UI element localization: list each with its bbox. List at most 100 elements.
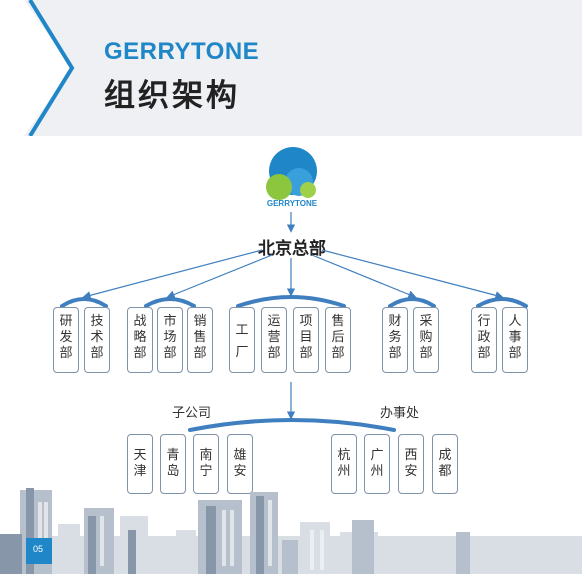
- city-label: 广州: [365, 448, 389, 480]
- label-char: 事: [508, 330, 522, 345]
- dept-label: 技术部: [85, 314, 109, 362]
- label-char: 行: [477, 314, 491, 329]
- label-char: 部: [508, 346, 522, 361]
- label-char: 部: [388, 346, 402, 361]
- label-char: 发: [59, 330, 73, 345]
- label-char: 购: [419, 330, 433, 345]
- label-char: 广: [370, 448, 384, 463]
- label-char: 部: [90, 346, 104, 361]
- label-char: 部: [419, 346, 433, 361]
- label-char: 津: [133, 464, 147, 479]
- city-label: 青岛: [161, 448, 185, 480]
- brand-name: GERRYTONE: [104, 38, 260, 65]
- dept-box-admin: 行政部: [471, 307, 497, 373]
- chevron-decoration: [0, 0, 75, 136]
- gerrytone-logo-icon: [266, 147, 317, 200]
- city-label: 天津: [128, 448, 152, 480]
- dept-box-sales: 销售部: [187, 307, 213, 373]
- label-char: 部: [477, 346, 491, 361]
- city-label: 南宁: [194, 448, 218, 480]
- dept-box-purchasing: 采购部: [413, 307, 439, 373]
- label-char: 杭: [337, 448, 351, 463]
- label-char: 运: [267, 314, 281, 329]
- label-char: 州: [337, 464, 351, 479]
- label-char: 南: [199, 448, 213, 463]
- label-char: 财: [388, 314, 402, 329]
- label-char: 成: [438, 448, 452, 463]
- dept-box-tech: 技术部: [84, 307, 110, 373]
- dept-label: 采购部: [414, 314, 438, 362]
- logo-wordmark: GERRYTONE: [266, 199, 318, 208]
- city-skyline-image: [0, 488, 582, 574]
- label-char: 目: [299, 330, 313, 345]
- label-char: 岛: [166, 464, 180, 479]
- office-box-hangzhou: 杭州: [331, 434, 357, 494]
- page-title: 组织架构: [104, 78, 240, 114]
- dept-label: 项目部: [294, 314, 318, 362]
- label-char: 技: [90, 314, 104, 329]
- office-box-guangzhou: 广州: [364, 434, 390, 494]
- dept-box-rd: 研发部: [53, 307, 79, 373]
- dept-box-hr: 人事部: [502, 307, 528, 373]
- label-char: 售: [193, 330, 207, 345]
- label-char: 部: [163, 346, 177, 361]
- city-label: 成都: [433, 448, 457, 480]
- label-char: 部: [331, 346, 345, 361]
- label-char: 人: [508, 314, 522, 329]
- dept-box-finance: 财务部: [382, 307, 408, 373]
- dept-box-projects: 项目部: [293, 307, 319, 373]
- offices-label: 办事处: [380, 406, 420, 421]
- label-char: 都: [438, 464, 452, 479]
- label-char: 售: [331, 314, 345, 329]
- dept-label: 售后部: [326, 314, 350, 362]
- label-char: 安: [404, 464, 418, 479]
- subsidiary-box-tianjin: 天津: [127, 434, 153, 494]
- subsidiaries-label: 子公司: [172, 406, 212, 421]
- label-char: 厂: [235, 345, 249, 360]
- label-char: 西: [404, 448, 418, 463]
- label-char: 研: [59, 314, 73, 329]
- office-box-chengdu: 成都: [432, 434, 458, 494]
- label-char: 战: [133, 314, 147, 329]
- label-char: 青: [166, 448, 180, 463]
- label-char: 场: [163, 330, 177, 345]
- city-label: 雄安: [228, 448, 252, 480]
- dept-label: 战略部: [128, 314, 152, 362]
- label-char: 术: [90, 330, 104, 345]
- dept-label: 研发部: [54, 314, 78, 362]
- dept-label: 财务部: [383, 314, 407, 362]
- label-char: 后: [331, 330, 345, 345]
- dept-box-factory: 工厂: [229, 307, 255, 373]
- label-char: 采: [419, 314, 433, 329]
- office-box-xian: 西安: [398, 434, 424, 494]
- dept-label: 销售部: [188, 314, 212, 362]
- label-char: 雄: [233, 448, 247, 463]
- dept-box-strategy: 战略部: [127, 307, 153, 373]
- label-char: 天: [133, 448, 147, 463]
- label-char: 宁: [199, 464, 213, 479]
- label-char: 营: [267, 330, 281, 345]
- label-char: 安: [233, 464, 247, 479]
- dept-label: 运营部: [262, 314, 286, 362]
- label-char: 部: [299, 346, 313, 361]
- label-char: 部: [193, 346, 207, 361]
- label-char: 略: [133, 330, 147, 345]
- city-label: 西安: [399, 448, 423, 480]
- label-char: 项: [299, 314, 313, 329]
- dept-label: 工厂: [230, 320, 254, 364]
- label-char: 部: [59, 346, 73, 361]
- dept-box-operations: 运营部: [261, 307, 287, 373]
- dept-label: 人事部: [503, 314, 527, 362]
- subsidiary-box-qingdao: 青岛: [160, 434, 186, 494]
- dept-box-after-sales: 售后部: [325, 307, 351, 373]
- label-char: 市: [163, 314, 177, 329]
- label-char: 政: [477, 330, 491, 345]
- city-label: 杭州: [332, 448, 356, 480]
- page-number: 05: [33, 544, 44, 554]
- dept-box-marketing: 市场部: [157, 307, 183, 373]
- label-char: 销: [193, 314, 207, 329]
- label-char: 州: [370, 464, 384, 479]
- header-band: GERRYTONE 组织架构: [0, 0, 582, 136]
- dept-label: 市场部: [158, 314, 182, 362]
